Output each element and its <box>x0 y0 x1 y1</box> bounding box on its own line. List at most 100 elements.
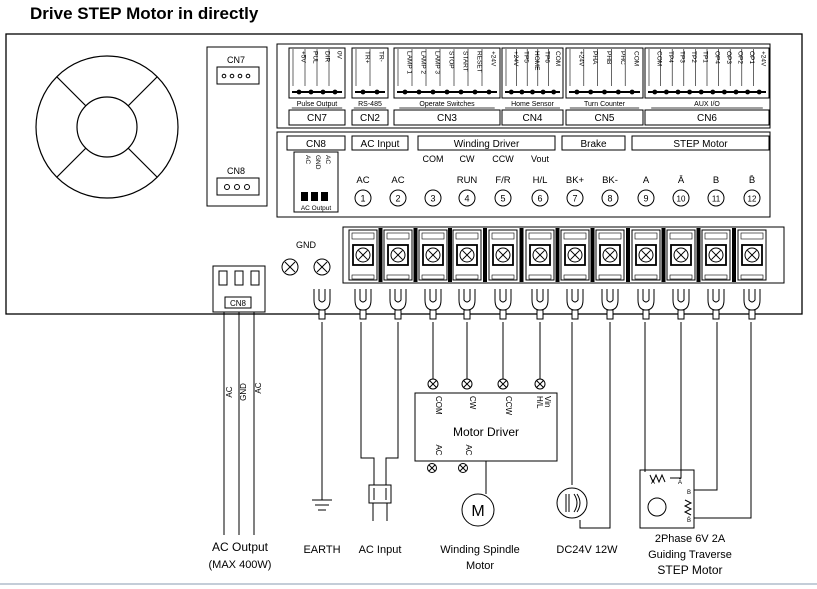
brake-icon <box>556 322 611 529</box>
label-cn4: CN4 <box>522 113 542 124</box>
pin-cn3-2: LAMP 3 <box>434 51 441 74</box>
gnd-label: GND <box>296 240 317 250</box>
pin-cn5-0: +24V <box>577 51 584 67</box>
fork-terminal-icon <box>531 289 549 320</box>
fork-terminal-icon <box>672 289 690 320</box>
terminal-screw-icon <box>638 247 654 263</box>
terminal-label-8: BK- <box>602 175 618 186</box>
terminal-block-cell-8 <box>595 229 625 281</box>
label-cn5: CN5 <box>594 113 614 124</box>
gnd-screw-1 <box>281 258 299 276</box>
terminal-screw-icon <box>355 247 371 263</box>
terminal-12: B̄12 <box>743 175 761 207</box>
group-label-winding: Winding Driver <box>454 139 520 150</box>
terminal-number-5: 5 <box>500 194 505 204</box>
pin-cn7-1: PUL <box>312 51 319 64</box>
pin-cn3-6: +24V <box>490 51 497 67</box>
left-cn8-label: CN8 <box>227 166 245 176</box>
driver-input-0: COM <box>427 322 443 415</box>
pin-cn6-6: OP3 <box>725 51 732 64</box>
terminal-block-cell-7 <box>560 229 590 281</box>
terminal-label-7: BK+ <box>566 175 585 186</box>
cn8-box-pin-0: AC <box>304 155 311 164</box>
terminal-label-12: B̄ <box>749 175 755 186</box>
label-cn2: CN2 <box>360 113 380 124</box>
terminal-10: Ā10 <box>672 175 690 207</box>
terminal-7: BK+ 7 <box>566 175 585 207</box>
caption-ac-output-sub: (MAX 400W) <box>209 559 272 571</box>
terminal-screw-icon <box>532 247 548 263</box>
terminal-block-cell-12 <box>737 229 767 281</box>
driver-input-label-0: COM <box>434 396 443 415</box>
cn8-box-caption: AC Output <box>301 205 332 212</box>
step-motor-icon <box>639 322 752 529</box>
caption-earth: EARTH <box>303 544 340 556</box>
pin-cn5-2: PHB <box>605 51 612 64</box>
terminal-screw-icon <box>425 247 441 263</box>
terminal-label-1: AC <box>356 175 369 186</box>
terminal-number-9: 9 <box>643 194 648 204</box>
page-title: Drive STEP Motor in directly <box>30 4 259 23</box>
pin-cn3-3: STOP <box>448 51 455 69</box>
pin-cn3-5: RESET <box>476 51 483 73</box>
cn8-plug: CN8 AC GND AC <box>212 265 266 535</box>
caption-ac-output: AC Output <box>212 540 269 554</box>
terminal-number-2: 2 <box>395 194 400 204</box>
terminal-label-2: AC <box>391 175 404 186</box>
terminal-block-cell-5 <box>488 229 518 281</box>
terminal-label-9: A <box>643 175 650 186</box>
caption-spindle-2: Motor <box>466 560 494 572</box>
pin-cn5-4: COM <box>633 51 640 66</box>
pin-cn4-0: +24V <box>512 51 519 67</box>
terminal-block-cell-3 <box>418 229 448 281</box>
cn8-box-pin-1: GND <box>314 155 321 170</box>
pin-cn3-1: LAMP 2 <box>420 51 427 74</box>
pin-cn4-3: TP6 <box>544 51 551 63</box>
label-cn7: CN7 <box>307 113 327 124</box>
pin-cn3-4: START <box>462 51 469 72</box>
driver-input-screw-icon <box>461 378 473 390</box>
terminal-screw-icon <box>459 247 475 263</box>
terminal-top-label-6: Vout <box>531 154 550 164</box>
pin-cn4-1: TP5 <box>522 51 529 63</box>
cn8-wire-ac-2: AC <box>254 382 263 393</box>
terminal-number-1: 1 <box>360 194 365 204</box>
driver-ac-label-1: AC <box>434 444 443 455</box>
terminal-block-cell-4 <box>452 229 482 281</box>
caption-cn4: Home Sensor <box>511 101 554 108</box>
group-label-brake: Brake <box>580 139 607 150</box>
motor-symbol: M <box>471 503 484 520</box>
caption-cn2: RS-485 <box>358 101 382 108</box>
pin-cn4-4: COM <box>554 51 561 66</box>
pin-cn7-3: 0V <box>336 51 343 60</box>
pin-cn2-0: TR+ <box>364 51 371 64</box>
terminal-block <box>342 226 785 284</box>
terminal-number-7: 7 <box>572 194 577 204</box>
pin-cn6-1: TP4 <box>667 51 674 63</box>
terminal-top-label-5: CCW <box>492 154 514 164</box>
cn8-box-label: CN8 <box>306 139 326 150</box>
terminal-1: AC 1 <box>354 175 372 207</box>
terminal-number-3: 3 <box>430 194 435 204</box>
terminal-11: B11 <box>707 175 725 207</box>
pin-cn2-1: TR- <box>378 51 385 62</box>
fork-terminal-icon <box>354 289 372 320</box>
pin-cn6-2: TP3 <box>679 51 686 63</box>
pin-cn7-0: +5V <box>300 51 307 63</box>
terminal-top-label-4: CW <box>460 154 475 164</box>
fork-terminal-icon <box>601 289 619 320</box>
caption-brake: DC24V 12W <box>556 544 618 556</box>
fork-terminals <box>313 289 761 320</box>
caption-cn7: Pulse Output <box>297 101 338 108</box>
caption-cn5: Turn Counter <box>584 101 626 108</box>
terminal-screw-icon <box>708 247 724 263</box>
